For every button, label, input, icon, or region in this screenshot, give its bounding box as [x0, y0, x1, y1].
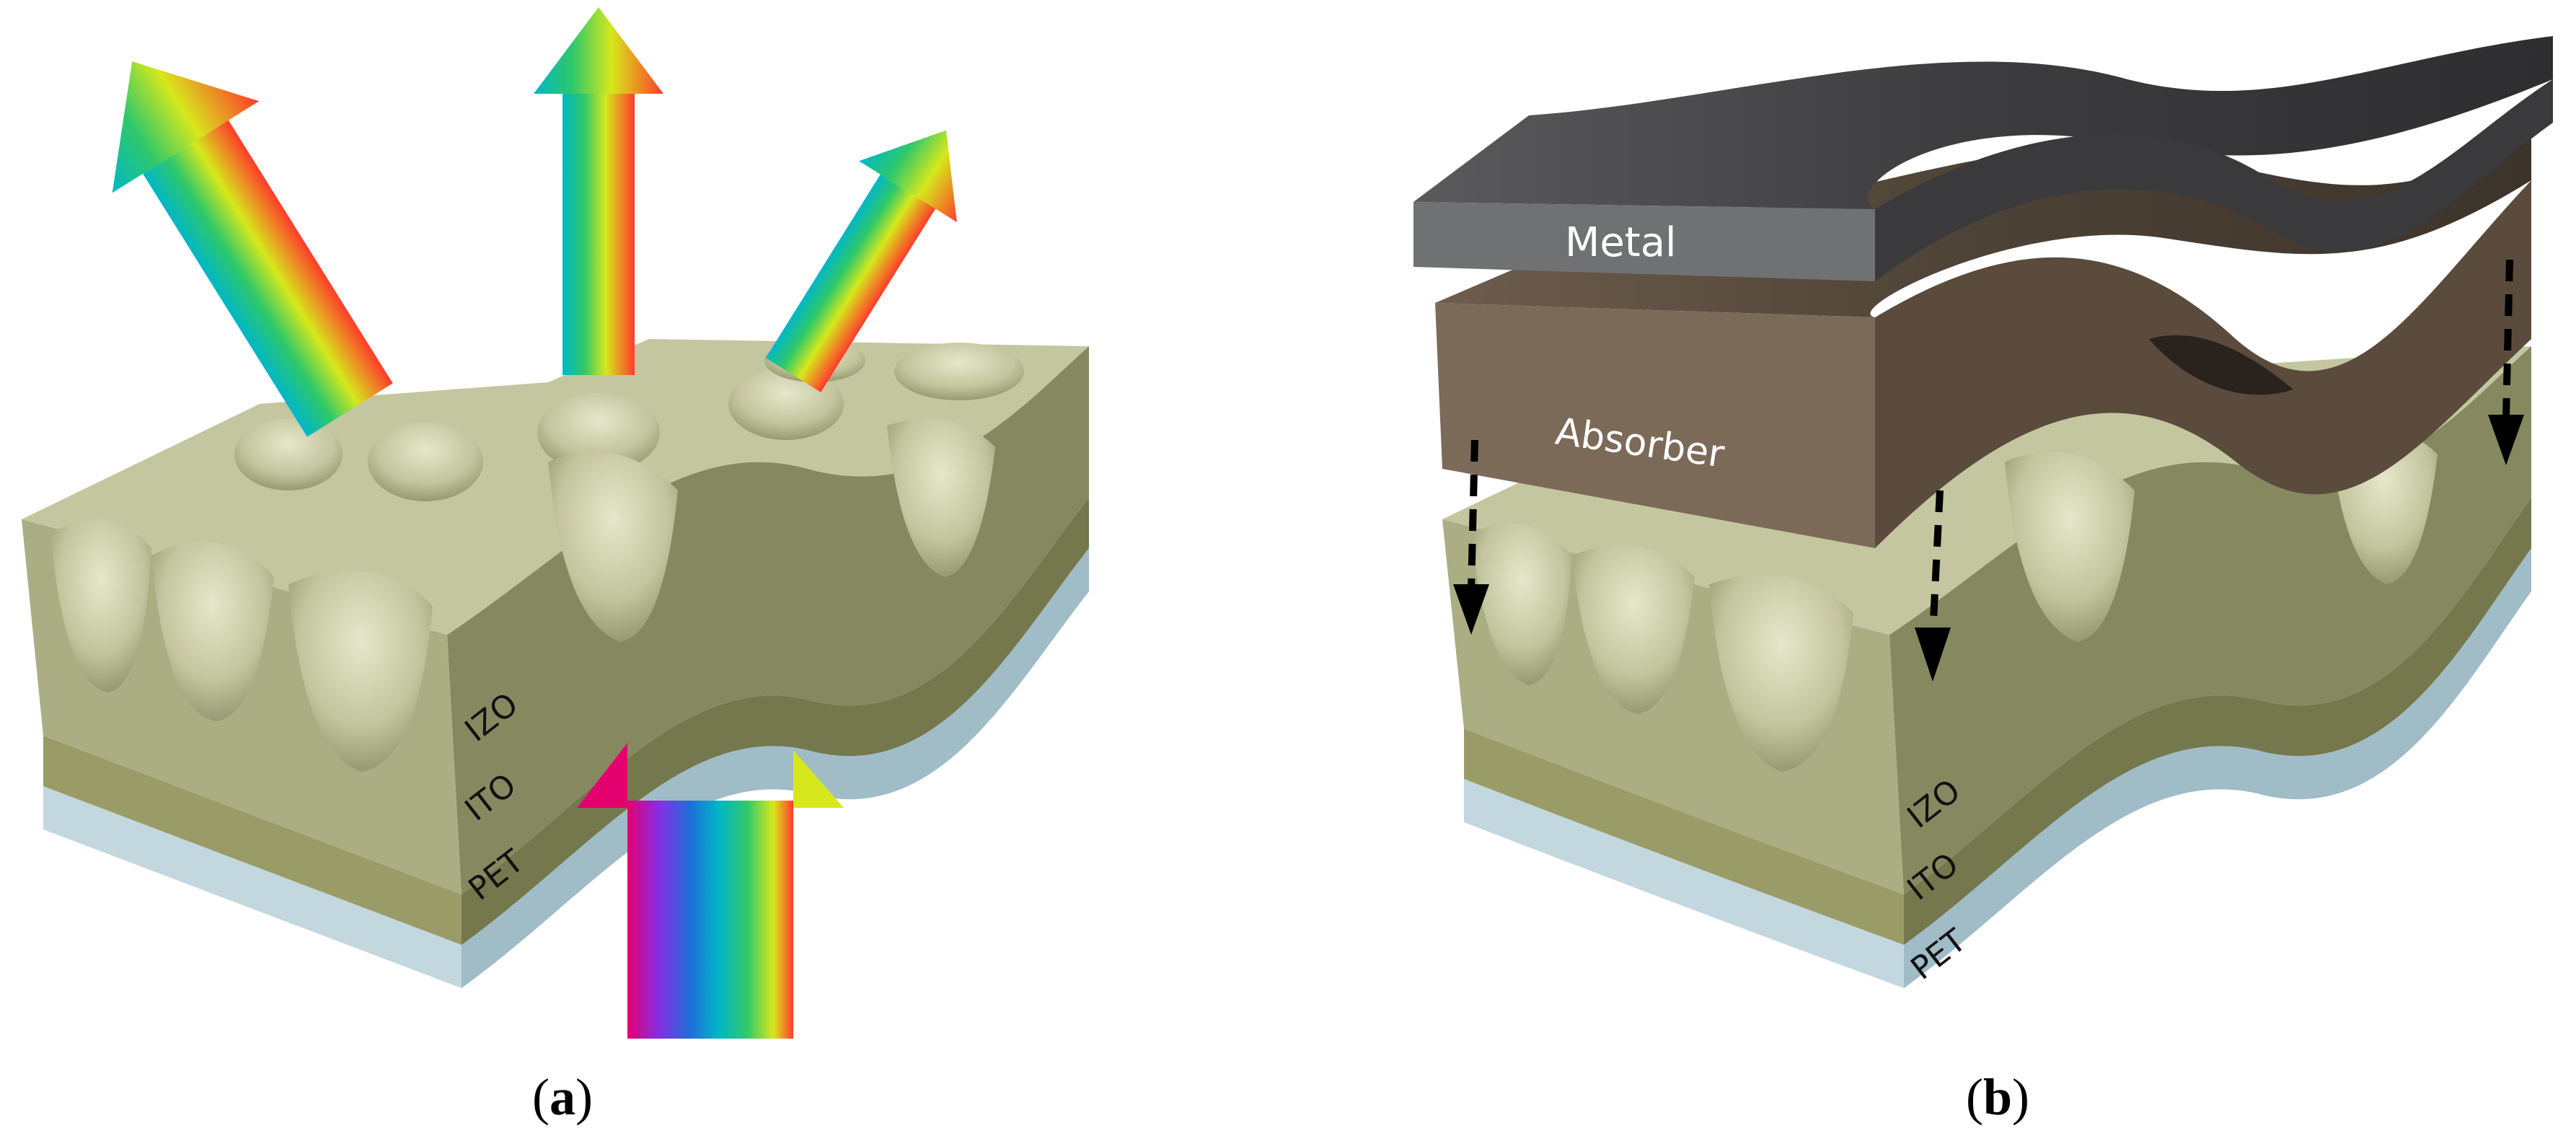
- down-arrow: [1453, 439, 1489, 635]
- incident-light-arrow: [577, 743, 844, 1039]
- pit: [368, 422, 483, 501]
- pit-section: [548, 452, 678, 642]
- pit: [234, 418, 343, 490]
- absorber-layer-front: [1435, 303, 1875, 548]
- ito-layer-front: [1464, 728, 1904, 945]
- panel-b: IZO ITO PET Absorber Metal: [1413, 36, 2553, 988]
- scattered-light-arrow-center: [534, 7, 663, 375]
- down-arrow: [2488, 259, 2524, 465]
- ito-layer-front: [43, 736, 462, 945]
- down-arrow: [1915, 490, 1951, 682]
- pit-section: [151, 541, 274, 721]
- metal-layer-front: [1413, 202, 1875, 281]
- pet-layer-front: [1464, 779, 1904, 988]
- pit: [894, 343, 1024, 400]
- pit-section: [1471, 523, 1572, 685]
- pit: [537, 393, 660, 472]
- panel-a: IZO ITO PET: [22, 7, 1089, 1039]
- pit-section: [288, 570, 433, 772]
- pit-section: [1709, 574, 1853, 772]
- metal-layer-top: [1413, 36, 2553, 209]
- pet-layer-front: [43, 786, 462, 988]
- pit-section: [2005, 452, 2135, 642]
- absorber-underside-shadow: [2149, 335, 2293, 395]
- pit-section: [1572, 545, 1695, 714]
- pit-section: [887, 418, 995, 577]
- scattered-light-arrow-right: [765, 130, 957, 392]
- caption-a: (a): [532, 1068, 593, 1126]
- scattered-light-arrow-left: [112, 61, 393, 437]
- metal-label: Metal: [1565, 219, 1677, 266]
- ito-layer-side: [462, 498, 1089, 945]
- caption-b: (b): [1966, 1068, 2029, 1126]
- ito-layer-side: [1904, 498, 2531, 945]
- metal-layer-side: [1875, 79, 2553, 281]
- pit-section: [50, 519, 151, 692]
- pet-layer-side: [1904, 548, 2531, 988]
- pet-layer-side: [462, 548, 1089, 988]
